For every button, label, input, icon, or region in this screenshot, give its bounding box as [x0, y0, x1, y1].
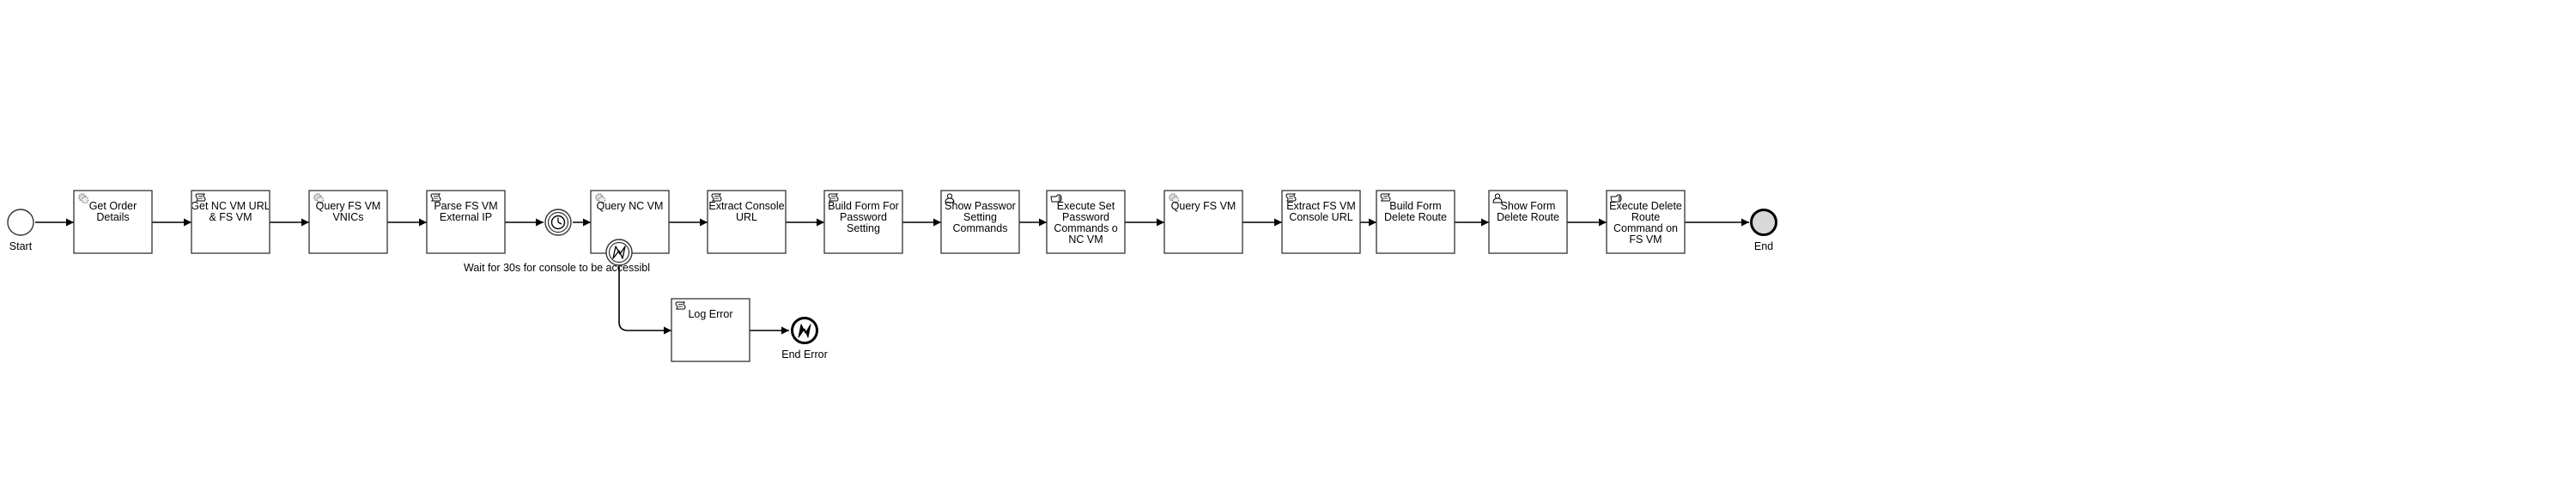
task-label-line: Get Order: [89, 200, 137, 212]
user-task-icon: [1492, 193, 1503, 203]
script-icon: [675, 301, 686, 310]
task-label-line: Show Passwor: [945, 200, 1016, 212]
task-label-line: Parse FS VM: [434, 200, 497, 212]
script-icon: [195, 193, 206, 202]
error-boundary-event[interactable]: [605, 239, 633, 266]
flow-error-to-log[interactable]: [618, 266, 671, 335]
task-label-line: Command on: [1613, 222, 1678, 234]
task-label-line: Execute Set: [1057, 200, 1115, 212]
script-icon: [1380, 193, 1391, 202]
task-label-line: Log Error: [688, 308, 732, 320]
end-event-label: End: [1754, 240, 1773, 252]
task-label-line: Password: [1062, 211, 1109, 223]
task-box: [1281, 190, 1361, 254]
task-label-line: Show Form: [1501, 200, 1556, 212]
task-label-line: Get NC VM URL: [191, 200, 270, 212]
task-query-nc-vm[interactable]: Query NC VM: [590, 190, 670, 254]
task-label-line: Commands: [953, 222, 1008, 234]
script-icon: [1285, 193, 1297, 202]
service-gear-icon: [78, 193, 89, 204]
task-label-line: Execute Delete: [1609, 200, 1682, 212]
manual-hand-icon: [1050, 194, 1062, 203]
service-gear-icon: [595, 193, 606, 204]
lightning-icon: [798, 324, 811, 338]
task-label-line: Query NC VM: [597, 200, 664, 212]
timer-event-label: Wait for 30s for console to be accessibl: [464, 262, 650, 274]
script-icon: [430, 193, 441, 202]
task-label-line: URL: [736, 211, 757, 223]
task-label-line: Setting: [847, 222, 880, 234]
manual-hand-icon: [1610, 194, 1622, 203]
lightning-icon: [612, 246, 626, 259]
sequence-flows: [35, 218, 1749, 335]
start-event-label: Start: [9, 240, 33, 252]
end-event[interactable]: End: [1750, 209, 1777, 253]
task-query-fs-vm[interactable]: Query FS VM: [1163, 190, 1243, 254]
task-log-error[interactable]: Log Error: [671, 298, 750, 362]
task-label-line: NC VM: [1068, 233, 1103, 246]
user-task-icon: [945, 193, 955, 203]
task-label-line: VNICs: [332, 211, 363, 223]
task-label-line: Delete Route: [1384, 211, 1447, 223]
task-label-line: Console URL: [1289, 211, 1352, 223]
task-label-line: Delete Route: [1497, 211, 1559, 223]
clock-icon: [550, 215, 566, 230]
task-label-line: Extract FS VM: [1286, 200, 1356, 212]
service-gear-icon: [313, 193, 325, 204]
timer-event[interactable]: Wait for 30s for console to be accessibl: [464, 209, 650, 274]
task-label-line: Setting: [963, 211, 997, 223]
task-label-line: & FS VM: [209, 211, 252, 223]
task-label-line: Query FS VM: [1171, 200, 1236, 212]
script-icon: [711, 193, 722, 202]
task-label-line: FS VM: [1629, 233, 1662, 246]
service-gear-icon: [1169, 193, 1180, 204]
task-label-line: Details: [96, 211, 129, 223]
task-label-line: Query FS VM: [316, 200, 381, 212]
task-get-nc-vm-url-fs-vm[interactable]: Get NC VM URL& FS VM: [191, 190, 270, 254]
end-error-event[interactable]: End Error: [781, 317, 828, 361]
task-label-line: Route: [1631, 211, 1660, 223]
task-label-line: Extract Console: [708, 200, 784, 212]
script-icon: [828, 193, 839, 202]
task-label-line: Commands o: [1054, 222, 1117, 234]
task-label-line: External IP: [440, 211, 492, 223]
task-label-line: Password: [840, 211, 887, 223]
task-label-line: Build Form: [1389, 200, 1441, 212]
task-label-line: Build Form For: [828, 200, 899, 212]
end-error-event-label: End Error: [781, 349, 828, 361]
start-event[interactable]: Start: [7, 209, 34, 252]
